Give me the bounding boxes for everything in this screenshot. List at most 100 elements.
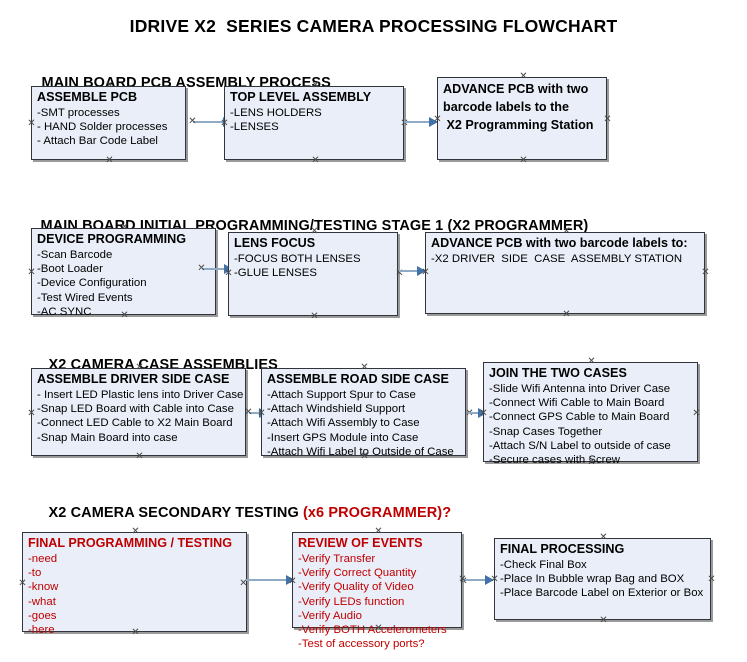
handle-bottom-icon[interactable] bbox=[105, 156, 114, 165]
handle-bottom-icon[interactable] bbox=[131, 628, 140, 637]
handle-left-icon[interactable] bbox=[220, 119, 229, 128]
handle-top-icon[interactable] bbox=[311, 81, 320, 90]
list-item: -Snap Main Board into case bbox=[37, 431, 178, 444]
list-item: - Insert LED Plastic lens into Driver Ca… bbox=[37, 389, 244, 401]
handle-bottom-icon[interactable] bbox=[599, 616, 608, 625]
handle-bottom-icon[interactable] bbox=[311, 156, 320, 165]
handle-bottom-icon[interactable] bbox=[120, 311, 129, 320]
handle-left-icon[interactable] bbox=[27, 268, 36, 277]
handle-bottom-icon[interactable] bbox=[360, 452, 369, 461]
box-item-list: -Scan Barcode -Boot Loader -Device Confi… bbox=[37, 248, 211, 319]
box-item-list: -Check Final Box -Place In Bubble wrap B… bbox=[500, 558, 706, 601]
handle-left-icon[interactable] bbox=[27, 119, 36, 128]
handle-left-icon[interactable] bbox=[27, 409, 36, 418]
handle-right-icon[interactable] bbox=[603, 115, 612, 124]
handle-left-icon[interactable] bbox=[18, 579, 27, 588]
list-item: -Verify Transfer bbox=[298, 553, 376, 565]
box-title: ASSEMBLE ROAD SIDE CASE bbox=[267, 372, 449, 386]
connector-final-programming-to-review-of-events[interactable] bbox=[246, 575, 295, 585]
list-item: - HAND Solder processes bbox=[37, 121, 168, 134]
handle-left-icon[interactable] bbox=[421, 268, 430, 277]
handle-bottom-icon[interactable] bbox=[562, 310, 571, 319]
handle-left-icon[interactable] bbox=[288, 577, 297, 586]
connector-review-of-events-to-final-processing[interactable] bbox=[463, 575, 494, 585]
box-device-programming[interactable]: DEVICE PROGRAMMING -Scan Barcode -Boot L… bbox=[31, 228, 216, 318]
handle-right-icon[interactable] bbox=[707, 575, 716, 584]
list-item: -Insert GPS Module into Case bbox=[267, 431, 419, 444]
handle-bottom-icon[interactable] bbox=[135, 452, 144, 461]
handle-top-icon[interactable] bbox=[374, 527, 383, 536]
page-title: IDRIVE X2 SERIES CAMERA PROCESSING FLOWC… bbox=[129, 16, 618, 36]
box-title: ASSEMBLE PCB bbox=[37, 90, 138, 104]
box-item-list: -Verify Transfer -Verify Correct Quantit… bbox=[298, 552, 457, 651]
box-item-list: -LENS HOLDERS -LENSES bbox=[230, 106, 399, 134]
handle-top-icon[interactable] bbox=[360, 363, 369, 372]
list-item: -Secure cases with Screw bbox=[489, 454, 621, 467]
list-item: -LENSES bbox=[230, 121, 279, 134]
handle-top-icon[interactable] bbox=[587, 357, 596, 366]
box-assemble-road-side-case[interactable]: ASSEMBLE ROAD SIDE CASE -Attach Support … bbox=[261, 368, 466, 459]
handle-top-icon[interactable] bbox=[131, 527, 140, 536]
box-title: ASSEMBLE DRIVER SIDE CASE bbox=[37, 372, 230, 386]
list-item-overflow: -Test of accessory ports? bbox=[298, 638, 425, 651]
list-item: -Connect LED Cable to X2 Main Board bbox=[37, 417, 233, 430]
box-review-of-events[interactable]: REVIEW OF EVENTS -Verify Transfer -Verif… bbox=[292, 532, 462, 650]
list-item: -LENS HOLDERS bbox=[230, 107, 322, 119]
handle-bottom-icon[interactable] bbox=[519, 156, 528, 165]
list-item: - Attach Bar Code Label bbox=[37, 135, 158, 148]
box-advance-pcb-driver-side-case[interactable]: ADVANCE PCB with two barcode labels to: … bbox=[425, 232, 705, 314]
handle-bottom-icon[interactable] bbox=[310, 312, 319, 321]
box-final-processing[interactable]: FINAL PROCESSING -Check Final Box -Place… bbox=[494, 538, 711, 620]
handle-top-icon[interactable] bbox=[135, 363, 144, 372]
section-heading-x2-camera-secondary-testing: X2 CAMERA SECONDARY TESTING (x6 PROGRAMM… bbox=[32, 489, 452, 537]
list-item: -Verify Quality of Video bbox=[298, 581, 414, 594]
box-title: TOP LEVEL ASSEMBLY bbox=[230, 90, 372, 104]
box-top-level-assembly[interactable]: TOP LEVEL ASSEMBLY -LENS HOLDERS -LENSES bbox=[224, 86, 404, 160]
handle-left-icon[interactable] bbox=[490, 575, 499, 584]
list-item: -Slide Wifi Antenna into Driver Case bbox=[489, 383, 671, 395]
handle-top-icon[interactable] bbox=[599, 533, 608, 542]
box-assemble-pcb[interactable]: ASSEMBLE PCB -SMT processes - HAND Solde… bbox=[31, 86, 186, 160]
box-assemble-driver-side-case[interactable]: ASSEMBLE DRIVER SIDE CASE - Insert LED P… bbox=[31, 368, 246, 456]
connector-handle-icon[interactable] bbox=[458, 575, 467, 584]
handle-bottom-icon[interactable] bbox=[374, 624, 383, 633]
list-item: -Test Wired Events bbox=[37, 291, 133, 304]
box-item-list: -need -to -know -what -goes -here bbox=[28, 552, 242, 637]
handle-top-icon[interactable] bbox=[120, 223, 129, 232]
handle-top-icon[interactable] bbox=[562, 227, 571, 236]
list-item: -Snap Cases Together bbox=[489, 425, 603, 438]
section-heading-accent: (x6 PROGRAMMER)? bbox=[302, 505, 452, 521]
list-item: -SMT processes bbox=[37, 107, 120, 119]
list-item: -X2 DRIVER SIDE CASE ASSEMBLY STATION bbox=[431, 253, 683, 265]
box-item-list: -Slide Wifi Antenna into Driver Case -Co… bbox=[489, 382, 693, 467]
list-item: -Boot Loader bbox=[37, 263, 103, 276]
box-lens-focus[interactable]: LENS FOCUS -FOCUS BOTH LENSES -GLUE LENS… bbox=[228, 232, 398, 316]
list-item: -goes bbox=[28, 609, 57, 622]
handle-top-icon[interactable] bbox=[519, 72, 528, 81]
box-advance-pcb-x2-programming-station[interactable]: ADVANCE PCB with two barcode labels to t… bbox=[437, 77, 607, 160]
handle-left-icon[interactable] bbox=[433, 115, 442, 124]
handle-left-icon[interactable] bbox=[257, 409, 266, 418]
box-final-programming-testing[interactable]: FINAL PROGRAMMING / TESTING -need -to -k… bbox=[22, 532, 247, 636]
handle-left-icon[interactable] bbox=[224, 269, 233, 278]
box-title: JOIN THE TWO CASES bbox=[489, 366, 627, 380]
handle-top-icon[interactable] bbox=[105, 81, 114, 90]
handle-top-icon[interactable] bbox=[310, 227, 319, 236]
handle-right-icon[interactable] bbox=[701, 268, 710, 277]
list-item: -Scan Barcode bbox=[37, 249, 113, 261]
box-join-the-two-cases[interactable]: JOIN THE TWO CASES -Slide Wifi Antenna i… bbox=[483, 362, 701, 466]
box-title: REVIEW OF EVENTS bbox=[298, 536, 423, 550]
connector-handle-icon[interactable] bbox=[244, 408, 253, 417]
list-item: -know bbox=[28, 581, 59, 594]
list-item: -Attach Wifi Assembly to Case bbox=[267, 417, 420, 430]
list-item: -Verify Audio bbox=[298, 609, 362, 622]
box-item-list: -X2 DRIVER SIDE CASE ASSEMBLY STATION bbox=[431, 252, 700, 266]
connector-handle-icon[interactable] bbox=[188, 117, 197, 126]
list-item: -Verify BOTH Accelerometers bbox=[298, 624, 447, 637]
handle-left-icon[interactable] bbox=[479, 409, 488, 418]
list-item: -Verify Correct Quantity bbox=[298, 567, 417, 580]
handle-bottom-icon[interactable] bbox=[587, 458, 596, 467]
handle-right-icon[interactable] bbox=[692, 409, 701, 418]
box-item-list: -Attach Support Spur to Case -Attach Win… bbox=[267, 388, 461, 459]
connector-handle-icon[interactable] bbox=[197, 264, 206, 273]
